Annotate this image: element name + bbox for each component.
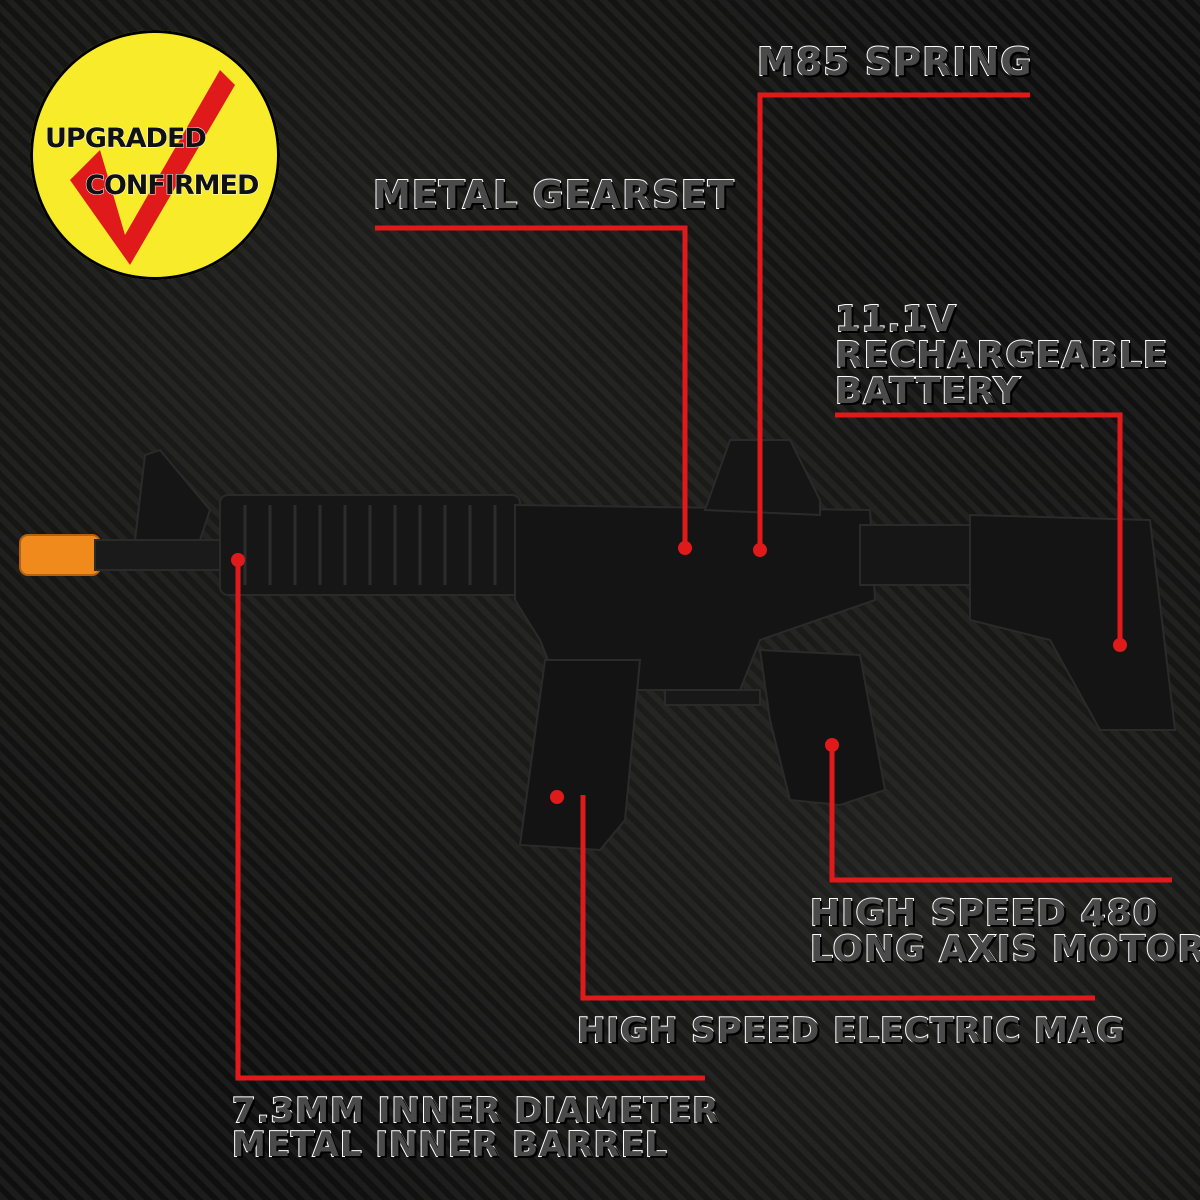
badge-line-1: UPGRADED [45,123,208,155]
callout-motor: HIGH SPEED 480 LONG AXIS MOTOR [809,893,1200,970]
callout-battery-line-1: 11.1V [834,299,957,340]
callout-dots [231,541,1127,804]
callout-barrel-line-1: 7.3MM INNER DIAMETER [231,1091,720,1131]
callout-metal-gearset: METAL GEARSET [372,173,735,217]
callout-barrel-line-2: METAL INNER BARREL [231,1125,668,1165]
red-checkmark-icon [70,70,235,265]
leader-lines [235,92,1172,1081]
callout-motor-line-1: HIGH SPEED 480 [809,893,1159,934]
callout-electric-mag: HIGH SPEED ELECTRIC MAG [576,1011,1126,1051]
rifle-illustration [19,439,1177,852]
callout-battery-line-3: BATTERY [834,371,1021,412]
callout-battery-line-2: RECHARGEABLE [834,335,1169,376]
callout-battery: 11.1V RECHARGEABLE BATTERY [834,299,1169,412]
badge-line-2: CONFIRMED [84,170,259,202]
callout-inner-barrel: 7.3MM INNER DIAMETER METAL INNER BARREL [231,1091,720,1165]
callout-m85-spring: M85 SPRING [756,40,1033,84]
callout-motor-line-2: LONG AXIS MOTOR [809,929,1200,970]
upgraded-confirmed-badge: UPGRADED CONFIRMED [30,30,280,280]
